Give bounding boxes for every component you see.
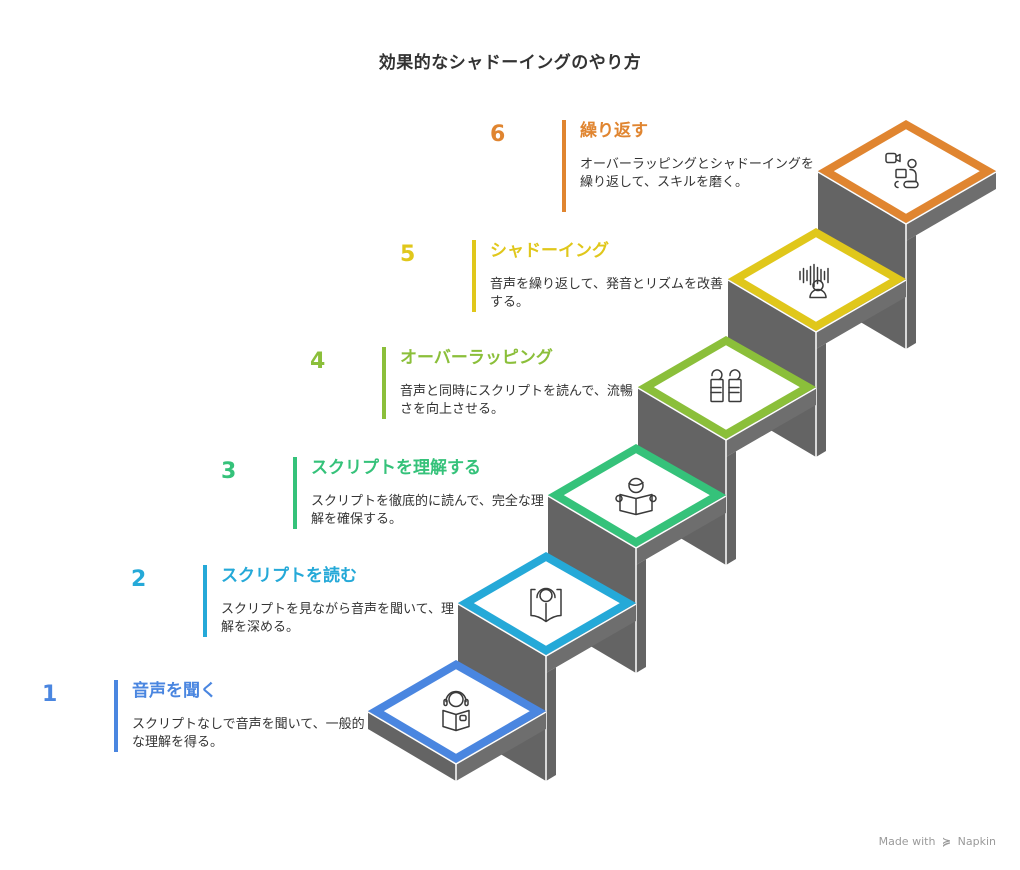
step-number: 5 — [400, 242, 416, 267]
step-title: スクリプトを理解する — [311, 458, 481, 478]
made-with-text: Made with — [878, 835, 936, 848]
step-title: シャドーイング — [490, 241, 609, 261]
stair-right-face — [816, 279, 906, 349]
step-accent-bar — [293, 457, 297, 529]
stair-right-face — [726, 387, 816, 457]
step-number: 3 — [221, 459, 237, 484]
stair-right-face — [456, 711, 546, 781]
step-accent-bar — [562, 120, 566, 212]
stair-riser — [726, 405, 816, 565]
soundwave-person-icon — [799, 263, 829, 299]
step-description: 音声を繰り返して、発音とリズムを改善する。 — [490, 277, 723, 310]
step-description: スクリプトなしで音声を聞いて、一般的な理解を得る。 — [132, 717, 365, 750]
step-title: スクリプトを読む — [221, 566, 357, 586]
step-title: 音声を聞く — [132, 681, 217, 701]
step-accent-bar — [114, 680, 118, 752]
two-speakers-icon — [710, 369, 742, 403]
stair-riser — [906, 189, 996, 349]
tile-top — [383, 669, 530, 754]
stair-riser — [546, 621, 636, 781]
step-description: スクリプトを見ながら音声を聞いて、理解を深める。 — [221, 602, 454, 635]
step-accent-bar — [472, 240, 476, 312]
tile-top — [653, 345, 800, 430]
step-description: 音声と同時にスクリプトを読んで、流暢さを向上させる。 — [400, 384, 633, 417]
step-accent-bar — [382, 347, 386, 419]
tile-top — [563, 453, 710, 538]
step-accent-bar — [203, 565, 207, 637]
stair-steps — [367, 120, 997, 781]
stair-riser — [636, 513, 726, 673]
step-number: 2 — [131, 567, 147, 592]
footer: Made with ≽ Napkin — [879, 835, 996, 848]
step-number: 6 — [490, 122, 506, 147]
stair-left-face — [368, 711, 456, 781]
headphones-open-book-icon — [530, 587, 562, 623]
step-number: 1 — [42, 682, 58, 707]
stair-right-face — [636, 495, 726, 565]
stair-right-face — [906, 171, 996, 241]
diagram-title: 効果的なシャドーイングのやり方 — [378, 53, 642, 73]
step-number: 4 — [310, 349, 326, 374]
stair-riser — [816, 297, 906, 457]
tile-top — [473, 561, 620, 646]
person-reading-book-icon — [615, 477, 657, 516]
step-1 — [367, 660, 547, 781]
step-description: オーバーラッピングとシャドーイングを繰り返して、スキルを磨く。 — [580, 157, 814, 190]
napkin-logo-icon: ≽ — [941, 835, 952, 848]
headphones-reading-book-icon — [442, 690, 470, 732]
step-description: スクリプトを徹底的に読んで、完全な理解を確保する。 — [311, 494, 544, 527]
tile-top — [833, 129, 980, 214]
brand-name: Napkin — [957, 835, 996, 848]
step-title: オーバーラッピング — [400, 348, 553, 368]
person-laptop-video-icon — [885, 152, 919, 189]
step-title: 繰り返す — [580, 121, 648, 141]
stair-right-face — [546, 603, 636, 673]
